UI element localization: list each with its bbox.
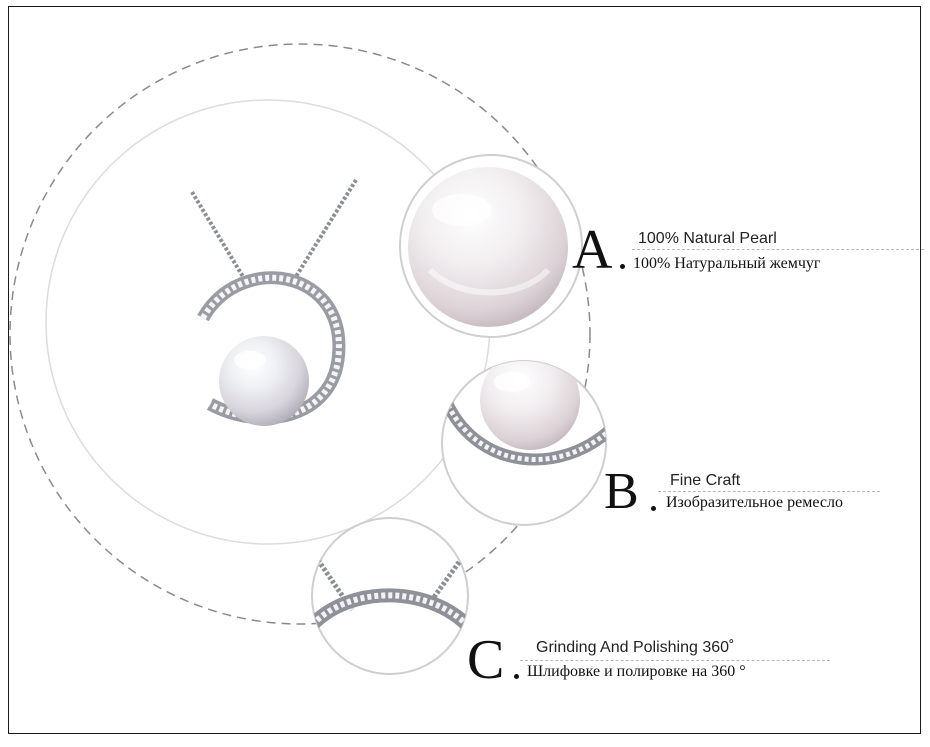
feature-a-letter: A xyxy=(572,219,613,281)
feature-c-title: Grinding And Polishing 360˚ xyxy=(536,639,735,656)
feature-c-dot xyxy=(514,674,519,679)
feature-b-subtitle: Изобразительное ремесло xyxy=(666,494,843,511)
feature-a-subtitle: 100% Натуральный жемчуг xyxy=(633,255,821,272)
image-frame xyxy=(8,6,921,734)
feature-a-title: 100% Natural Pearl xyxy=(638,230,777,247)
dashed-orbit-circle xyxy=(9,43,591,625)
feature-a-rule xyxy=(632,249,924,250)
feature-c-rule xyxy=(520,660,830,661)
feature-c-letter: C xyxy=(467,629,505,691)
inner-circle xyxy=(45,99,491,545)
detail-pearl-a xyxy=(408,167,568,327)
feature-b-title: Fine Craft xyxy=(670,472,741,489)
feature-a-dot xyxy=(620,264,625,269)
feature-c-subtitle: Шлифовке и полировке на 360 ° xyxy=(527,663,746,680)
feature-b-rule xyxy=(658,491,880,492)
feature-b-letter: B xyxy=(604,463,639,520)
feature-b-dot xyxy=(651,506,656,511)
pendant-pearl xyxy=(219,336,309,426)
pendant-chain xyxy=(190,178,358,287)
